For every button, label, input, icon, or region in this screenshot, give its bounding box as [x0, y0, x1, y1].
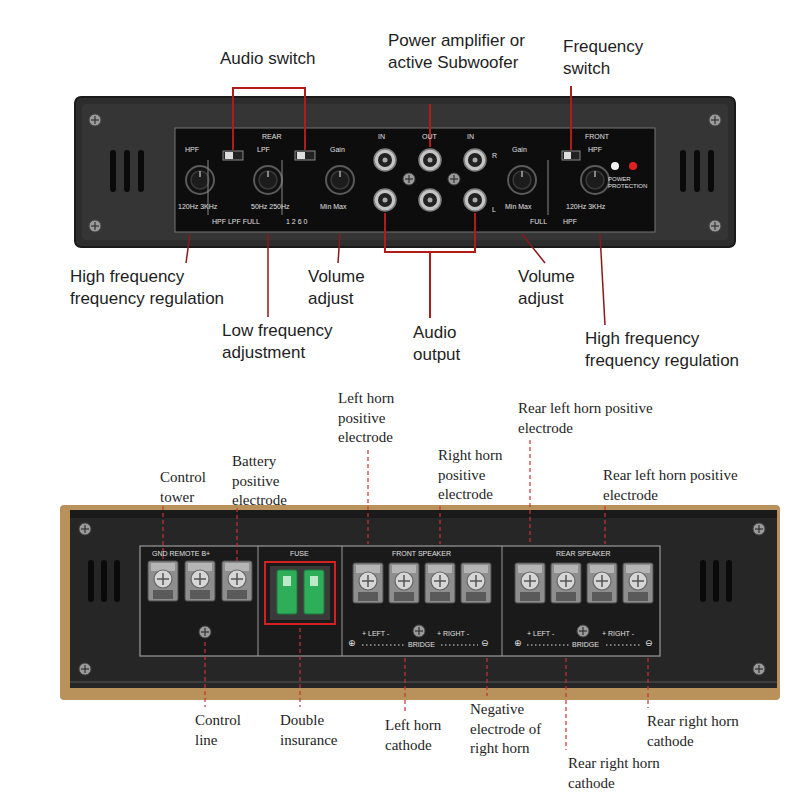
callout-label: Left horn positive electrode [338, 389, 418, 448]
callout-label: Rear right horn cathode [568, 754, 678, 793]
panel-marking: HPF [185, 146, 199, 154]
callout-label: Rear left horn positive electrode [603, 466, 743, 505]
callout-label: High frequency frequency regulation [70, 266, 255, 310]
panel-marking: 120Hz 3KHz [178, 203, 217, 211]
panel-marking: FRONT [585, 133, 609, 141]
panel-marking: IN [467, 133, 474, 141]
panel-marking: REAR SPEAKER [556, 550, 610, 558]
panel-marking: ⊕ [514, 638, 522, 648]
panel-marking: HPF LPF FULL [212, 218, 260, 226]
panel-marking: FULL [530, 218, 547, 226]
callout-label: Control tower [160, 468, 235, 507]
callout-label: Frequency switch [563, 36, 663, 80]
panel-marking: GND REMOTE B+ [152, 550, 210, 558]
callout-label: Right horn positive electrode [438, 446, 523, 505]
panel-marking: IN [378, 133, 385, 141]
callout-label: Audio output [413, 322, 488, 366]
callout-label: Volume adjust [308, 266, 388, 310]
callout-label: Double insurance [280, 711, 355, 750]
panel-marking: ⊖ [645, 638, 653, 648]
panel-marking: Min Max [320, 203, 346, 211]
panel-marking: 120Hz 3KHz [566, 203, 605, 211]
panel-marking: BRIDGE [408, 641, 435, 649]
panel-marking: OUT [422, 133, 437, 141]
callout-label: Audio switch [220, 48, 315, 70]
panel-marking: LPF [257, 146, 270, 154]
panel-marking: Gain [512, 146, 527, 154]
panel-marking: FUSE [290, 550, 309, 558]
panel-marking: Gain [330, 146, 345, 154]
panel-marking: + LEFT - [362, 630, 389, 638]
panel-marking: 50Hz 250Hz [251, 203, 290, 211]
panel-marking: ⊕ [348, 638, 356, 648]
panel-marking: FRONT SPEAKER [392, 550, 451, 558]
panel-marking: R [492, 152, 497, 160]
callout-label: High frequency frequency regulation [585, 328, 770, 372]
callout-label: Volume adjust [518, 266, 598, 310]
panel-marking: REAR [262, 133, 281, 141]
callout-label: Rear left horn positive electrode [518, 399, 658, 438]
panel-marking: + RIGHT - [437, 630, 469, 638]
callout-label: Low frequency adjustment [222, 320, 357, 364]
callout-label: Control line [195, 711, 255, 750]
panel-marking: HPF [563, 218, 577, 226]
panel-marking: + RIGHT - [602, 630, 634, 638]
panel-marking: + LEFT - [527, 630, 554, 638]
callout-label: Left horn cathode [385, 716, 460, 755]
panel-marking: POWER PROTECTION [608, 176, 652, 190]
panel-marking: ⊖ [481, 638, 489, 648]
callout-label: Power amplifier or active Subwoofer [388, 30, 528, 74]
callout-label: Rear right horn cathode [647, 712, 747, 751]
panel-marking: Min Max [505, 203, 531, 211]
callout-label: Battery positive electrode [232, 452, 312, 511]
panel-marking: L [492, 206, 496, 214]
panel-marking: BRIDGE [572, 641, 599, 649]
callout-label: Negative electrode of right horn [470, 700, 562, 759]
panel-marking: 1 2 6 0 [286, 218, 307, 226]
panel-marking: HPF [588, 146, 602, 154]
